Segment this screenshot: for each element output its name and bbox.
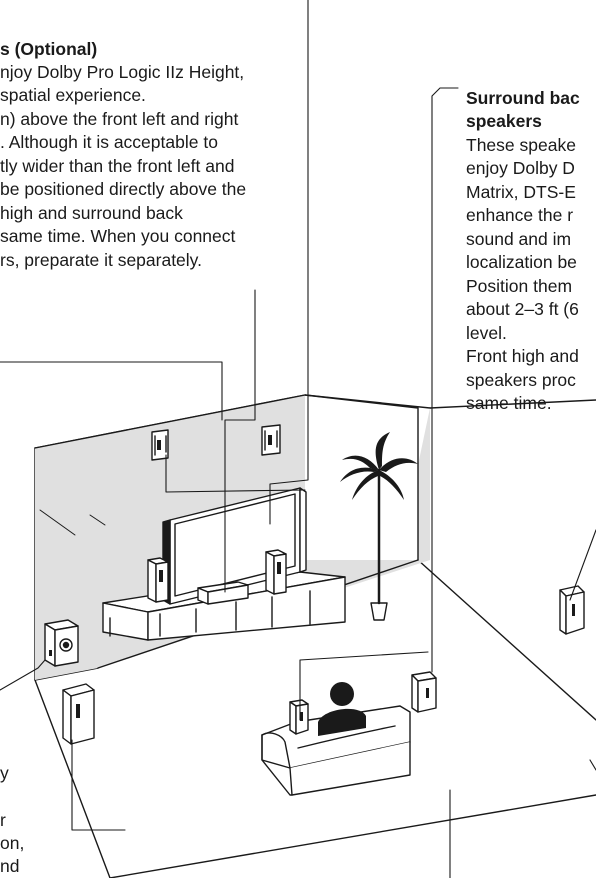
- subwoofer: [45, 620, 78, 666]
- front-left-speaker: [148, 558, 168, 602]
- surround-back-speaker: [412, 672, 436, 712]
- front-right-speaker: [266, 550, 286, 594]
- sofa-with-listener: [262, 682, 410, 795]
- front-high-speaker-right: [262, 425, 280, 455]
- palm-plant: [340, 432, 418, 620]
- surround-left-speaker: [63, 684, 94, 744]
